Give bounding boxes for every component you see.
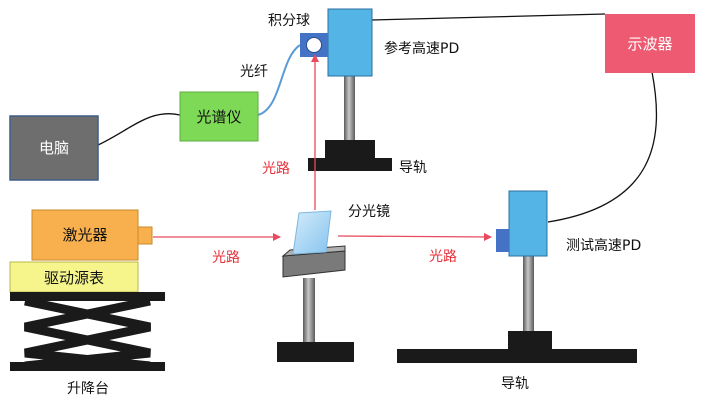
ref-pd-post-holder <box>325 140 375 158</box>
light-path-vertical-label: 光路 <box>262 161 290 177</box>
laser-nozzle <box>137 226 153 245</box>
fiber-label: 光纤 <box>240 64 268 80</box>
driver-label: 驱动源表 <box>44 269 104 287</box>
ref-pd-body <box>327 8 373 77</box>
beam-splitter-to-testpd <box>337 232 492 241</box>
splitter-base <box>277 342 354 362</box>
lift-table <box>10 292 165 371</box>
light-path-left-label: 光路 <box>212 250 240 266</box>
cable-oscilloscope-testpd <box>547 71 658 223</box>
light-path-right-label: 光路 <box>429 249 457 265</box>
beam-splitter-label: 分光镜 <box>348 204 390 220</box>
driver-box <box>9 261 139 293</box>
ref-pd-post <box>344 76 355 144</box>
cable-refpd-oscilloscope <box>371 13 606 21</box>
test-pd-post <box>523 255 534 335</box>
ref-pd-label: 参考高速PD <box>384 40 459 57</box>
spectrometer-label: 光谱仪 <box>196 108 241 126</box>
splitter-post <box>303 278 315 343</box>
top-rail <box>308 158 392 171</box>
laser-box <box>31 209 139 261</box>
test-pd-post-holder <box>508 331 552 349</box>
lift-table-label: 升降台 <box>67 381 109 397</box>
oscilloscope-box <box>605 14 695 73</box>
computer-box <box>9 115 99 181</box>
integrating-sphere-label: 积分球 <box>268 13 310 29</box>
optical-fiber <box>257 44 301 116</box>
test-pd-window <box>496 229 509 252</box>
integrating-sphere-aperture-icon <box>306 37 322 53</box>
oscilloscope-label: 示波器 <box>627 35 672 53</box>
computer-label: 电脑 <box>39 139 69 157</box>
bottom-rail <box>397 349 637 363</box>
top-rail-label: 导轨 <box>399 160 427 176</box>
spectrometer-box <box>179 91 259 142</box>
beam-splitter-glass <box>292 210 332 255</box>
laser-label: 激光器 <box>62 226 107 244</box>
bottom-rail-label: 导轨 <box>501 376 529 392</box>
test-pd-body <box>508 190 548 257</box>
test-pd-label: 测试高速PD <box>566 237 641 254</box>
cable-computer-spectrometer <box>97 113 181 146</box>
